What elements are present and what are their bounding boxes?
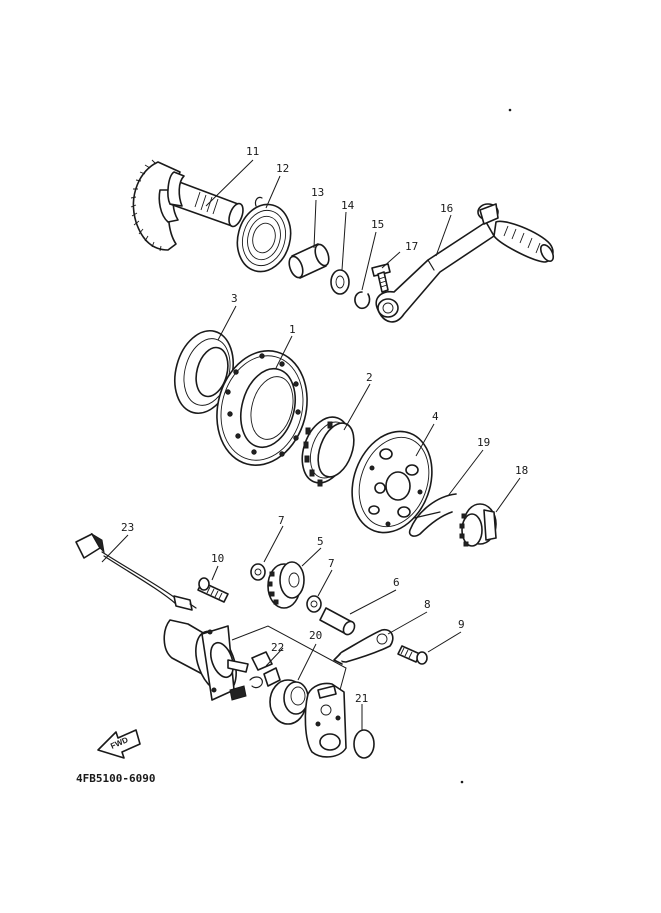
label-part-5: 5 xyxy=(317,535,324,548)
label-part-13: 13 xyxy=(311,186,324,199)
circlip-part-19 xyxy=(408,493,457,537)
label-part-2: 2 xyxy=(366,371,373,384)
label-part-21: 21 xyxy=(355,692,368,705)
label-part-1: 1 xyxy=(289,323,296,336)
starter-clutch-gear-part-1 xyxy=(216,350,308,466)
label-part-6: 6 xyxy=(393,576,400,589)
label-part-14: 14 xyxy=(341,199,355,212)
screw-part-9 xyxy=(397,645,428,665)
label-part-17: 17 xyxy=(405,240,418,253)
bolt-part-17 xyxy=(371,263,391,293)
spacer-part-13 xyxy=(288,243,330,279)
kick-axle-part-11 xyxy=(130,159,244,252)
bolt-part-10 xyxy=(197,577,229,603)
diagram-code: 4FB5100-6090 xyxy=(76,772,155,785)
starter-motor xyxy=(163,619,249,701)
o-ring-part-20 xyxy=(269,679,309,725)
torsion-spring-part-12 xyxy=(236,196,292,273)
part-number-labels: 11 12 13 14 15 16 17 3 1 2 4 19 18 7 5 7… xyxy=(121,145,528,705)
starter-end-cover xyxy=(304,682,347,758)
cap-part-21 xyxy=(353,729,375,759)
starter-clutch-housing-part-4 xyxy=(351,430,433,534)
label-part-7-upper: 7 xyxy=(278,514,285,527)
plate-part-8 xyxy=(333,628,394,665)
label-part-9: 9 xyxy=(458,618,465,631)
label-part-15: 15 xyxy=(371,218,384,231)
washer-part-7-lower xyxy=(306,595,322,613)
leader-lines xyxy=(101,159,521,730)
label-part-22: 22 xyxy=(271,641,284,654)
oil-seal-part-3 xyxy=(174,329,234,415)
washer-part-14 xyxy=(330,269,350,295)
label-part-8: 8 xyxy=(424,598,431,611)
label-part-12: 12 xyxy=(276,162,289,175)
scan-specks xyxy=(460,108,512,784)
label-part-11: 11 xyxy=(246,145,259,158)
washer-part-7-upper xyxy=(250,563,266,581)
one-way-clutch-part-2 xyxy=(301,416,355,487)
label-part-20: 20 xyxy=(309,629,322,642)
starter-wire-lead-part-23 xyxy=(75,532,197,611)
idler-gear-part-5 xyxy=(267,561,305,609)
label-part-16: 16 xyxy=(440,202,453,215)
circlip-part-15 xyxy=(354,291,371,310)
idler-shaft-part-6 xyxy=(319,607,356,636)
forward-arrow-icon: FWD xyxy=(97,729,141,759)
label-part-7-lower: 7 xyxy=(328,557,335,570)
drive-gear-part-18 xyxy=(459,503,497,547)
label-part-3: 3 xyxy=(231,292,238,305)
label-part-23: 23 xyxy=(121,521,134,534)
kick-crank-part-16 xyxy=(375,203,555,323)
label-part-18: 18 xyxy=(515,464,528,477)
label-part-19: 19 xyxy=(477,436,490,449)
label-part-4: 4 xyxy=(432,410,439,423)
label-part-10-text: 10 xyxy=(211,552,224,565)
